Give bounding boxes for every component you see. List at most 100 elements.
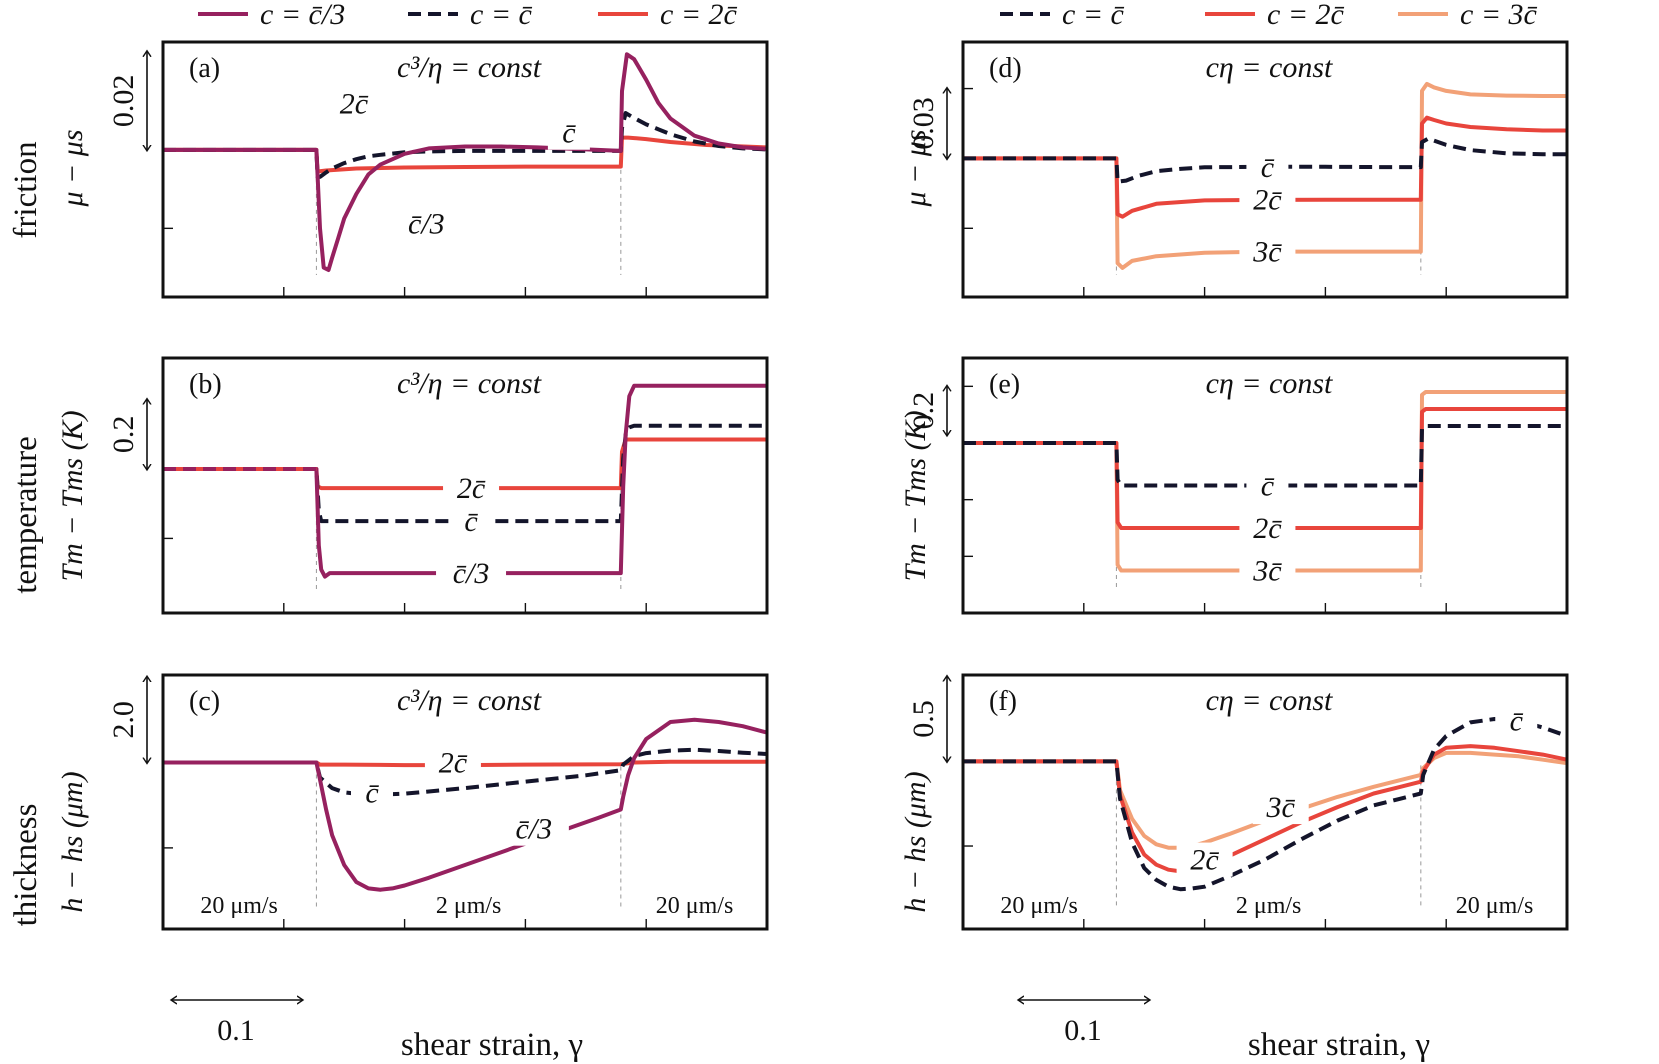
series-line-black (163, 747, 768, 797)
annotation-label-2: 3c̄ (1252, 555, 1282, 588)
annotation-label-1: c̄ (464, 505, 478, 538)
panel-frame (161, 356, 769, 615)
panel-frame (161, 40, 769, 299)
annotation-bg-0 (443, 471, 500, 506)
scale-bar-label: 0.03 (907, 97, 940, 150)
annotation-bg-1 (350, 775, 393, 810)
row-label-temperature-quantity: Tm − Tms (K) (56, 410, 89, 581)
legend-label-1: c = c̄ (470, 0, 533, 31)
annotation-label-2: c̄ (562, 117, 576, 150)
annotation-bg-2 (436, 556, 507, 591)
row-label-friction-quantity: μ − μs (56, 129, 89, 207)
series-line-red (163, 759, 767, 768)
annotation-label-0: 2c̄ (340, 87, 369, 120)
annotation-label-0: 3c̄ (1266, 791, 1296, 824)
series-line-black (963, 424, 1567, 488)
scale-bar-label: 2.0 (107, 701, 140, 739)
series-line-orange (963, 390, 1567, 573)
annotation-label-2: 3c̄ (1252, 236, 1282, 269)
panel-c: 2.0 2c̄ c̄ c̄/3 (c) c³/η = const 20 μm/s 2 μm/s… (107, 673, 769, 931)
annotation-label-1: c̄/3 (408, 207, 445, 240)
annotation-label-1: 2c̄ (1190, 844, 1219, 877)
right-ylabel-temperature: Tm − Tms (K) (899, 410, 932, 581)
panel-title: c³/η = const (397, 51, 542, 84)
scale-bar-label: 0.02 (107, 75, 140, 128)
annotation-bg-0 (424, 745, 481, 780)
annotation-bg-2 (1239, 553, 1296, 588)
scale-bar-label: 0.2 (107, 416, 140, 454)
legend-label-1: c = 2c̄ (1267, 0, 1345, 31)
annotation-bg-1 (391, 206, 462, 241)
panel-label: (a) (189, 53, 220, 84)
scale-bar-label: 0.2 (907, 392, 940, 430)
series-line-black (963, 717, 1568, 892)
scale-value-right: 0.1 (1064, 1014, 1102, 1047)
panel-frame (961, 673, 1569, 931)
annotation-bg-2 (1239, 234, 1296, 269)
panel-label: (f) (989, 686, 1017, 717)
annotation-label-2: c̄/3 (516, 813, 553, 846)
speed-label-0: 20 μm/s (1000, 893, 1078, 919)
annotation-bg-1 (1239, 182, 1296, 217)
speed-label-2: 20 μm/s (656, 893, 734, 919)
panel-title: c³/η = const (397, 684, 542, 717)
panel-title: cη = const (1206, 51, 1333, 84)
panel-frame (961, 40, 1569, 299)
legend-label-0: c = c̄/3 (260, 0, 345, 31)
annotation-bg-0 (325, 86, 382, 121)
panel-frame (961, 356, 1569, 615)
panel-e: 0.2 c̄ 2c̄ 3c̄ (e) cη = const (907, 356, 1569, 615)
scale-value-left: 0.1 (217, 1014, 255, 1047)
annotation-label-2: c̄/3 (453, 557, 490, 590)
speed-label-0: 20 μm/s (200, 893, 278, 919)
annotation-bg-0 (1252, 790, 1309, 825)
annotation-bg-0 (1246, 149, 1289, 184)
series-line-red (963, 115, 1567, 219)
annotation-label-2: c̄ (1510, 705, 1524, 738)
scale-bar-label: 0.5 (907, 700, 940, 738)
panel-label: (e) (989, 369, 1020, 400)
panel-a: 0.02 2c̄ c̄/3 c̄ (a) c³/η = const (107, 40, 769, 299)
xaxis-label-right: shear strain, γ (1248, 1027, 1430, 1063)
annotation-label-0: 2c̄ (439, 747, 468, 780)
series-line-purple (163, 52, 768, 272)
series-line-black (963, 136, 1567, 184)
panel-f: 0.5 3c̄ 2c̄ c̄ (f) cη = const 20 μm/s 2 μm/s 20 … (907, 673, 1569, 931)
speed-label-1: 2 μm/s (436, 893, 502, 919)
panel-title: cη = const (1206, 367, 1333, 400)
xaxis-label-left: shear strain, γ (401, 1027, 583, 1063)
annotation-label-1: c̄ (365, 776, 379, 809)
series-line-purple (163, 717, 768, 892)
annotation-label-1: 2c̄ (1253, 184, 1282, 217)
annotation-label-1: 2c̄ (1253, 512, 1282, 545)
legend-right: c = c̄c = 2c̄c = 3c̄ (1000, 0, 1538, 31)
right-ylabel-thickness: h − hs (μm) (899, 771, 932, 912)
row-label-thickness-quantity: h − hs (μm) (56, 771, 89, 912)
panel-title: cη = const (1206, 684, 1333, 717)
speed-label-2: 20 μm/s (1456, 893, 1534, 919)
panel-label: (b) (189, 369, 222, 400)
speed-label-1: 2 μm/s (1236, 893, 1302, 919)
right-ylabel-friction: μ − μs (899, 129, 932, 207)
annotation-bg-1 (450, 504, 493, 539)
annotation-bg-2 (1495, 703, 1538, 738)
annotation-bg-1 (1239, 511, 1296, 545)
annotation-label-0: c̄ (1261, 470, 1275, 503)
panel-frame (161, 673, 769, 931)
series-line-orange (963, 81, 1567, 270)
panel-label: (c) (189, 686, 220, 717)
annotation-label-0: c̄ (1261, 151, 1275, 184)
row-label-temperature: temperature (8, 436, 44, 594)
legend-label-2: c = 3c̄ (1460, 0, 1538, 31)
row-label-friction: friction (8, 141, 44, 238)
panel-label: (d) (989, 53, 1022, 84)
annotation-bg-2 (498, 811, 569, 846)
row-label-thickness: thickness (8, 804, 44, 927)
series-line-black (163, 111, 768, 179)
legend-left: c = c̄/3 c = c̄ c = 2c̄ (198, 0, 738, 31)
annotation-bg-2 (547, 115, 590, 150)
legend-label-2: c = 2c̄ (660, 0, 738, 31)
series-line-red (163, 135, 768, 174)
series-line-red (963, 407, 1567, 530)
